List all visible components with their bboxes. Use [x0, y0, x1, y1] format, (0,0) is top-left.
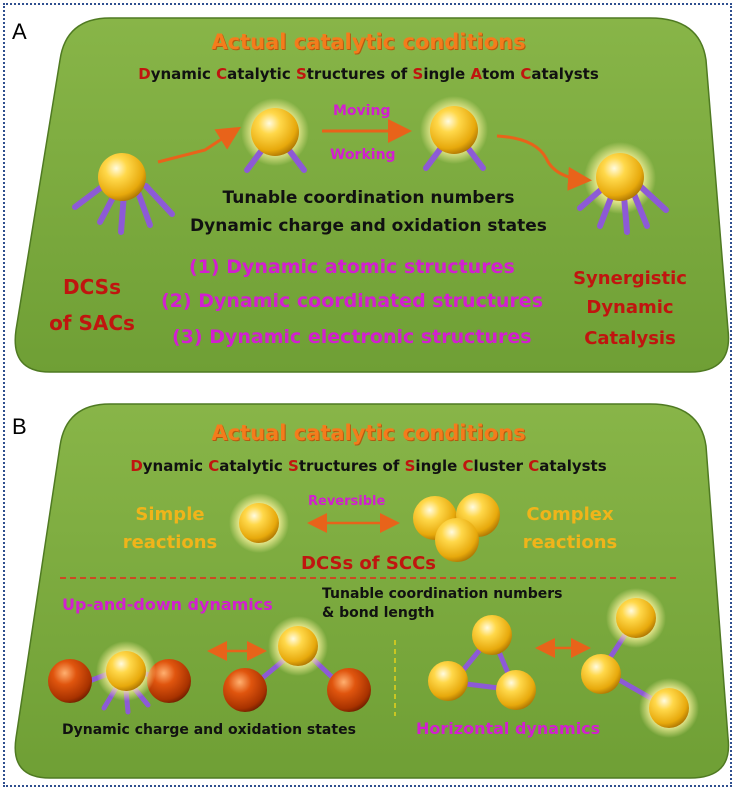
charge-line: Dynamic charge and oxidation states	[190, 216, 547, 236]
item-atomic: (1) Dynamic atomic structures	[189, 256, 515, 278]
subtitle-b-word: ynamic	[142, 457, 209, 475]
subtitle-a-initial: S	[295, 65, 307, 83]
subtitle-b-word: ingle	[415, 457, 463, 475]
synergistic-label: Synergistic	[573, 268, 687, 289]
simple-label: Simple	[135, 504, 205, 525]
sac-atom-left	[72, 153, 175, 235]
tunable-b-line1: Tunable coordination numbers	[322, 586, 563, 602]
horizontal-group-1	[428, 615, 536, 710]
subtitle-b-initial: C	[528, 457, 540, 475]
subtitle-b-word: luster	[473, 457, 529, 475]
panel-b-title: Actual catalytic conditions	[211, 421, 526, 445]
subtitle-b-initial: C	[462, 457, 474, 475]
tunable-line: Tunable coordination numbers	[222, 188, 515, 208]
subtitle-a-word: atalytic	[227, 65, 296, 83]
figure-frame	[3, 3, 732, 787]
subtitle-a-word: atalysts	[531, 65, 599, 83]
updown-group-1	[48, 641, 191, 715]
panel-a-background	[14, 17, 730, 373]
updown-label: Up-and-down dynamics	[62, 595, 273, 614]
subtitle-a-word: ingle	[423, 65, 471, 83]
reactions-left-label: reactions	[122, 532, 218, 553]
subtitle-b-word: atalysts	[539, 457, 607, 475]
subtitle-b-word: tructures of	[298, 457, 405, 475]
subtitle-b-word: atalytic	[219, 457, 289, 475]
dcss-label: DCSs	[63, 275, 121, 299]
moving-label: Moving	[333, 103, 391, 119]
arrow-a-1	[157, 126, 242, 164]
charge-b-label: Dynamic charge and oxidation states	[62, 722, 356, 738]
subtitle-a-initial: C	[520, 65, 532, 83]
catalysis-label: Catalysis	[584, 328, 676, 349]
item-electronic: (3) Dynamic electronic structures	[172, 326, 532, 348]
sac-atom-right	[577, 142, 669, 235]
scc-cluster	[413, 493, 500, 562]
panel-a-subtitle: Dynamic Catalytic Structures of Single A…	[0, 67, 737, 82]
tunable-b-line2: & bond length	[322, 605, 435, 621]
horizontal-label: Horizontal dynamics	[416, 719, 601, 738]
panel-b-letter: B	[12, 414, 27, 439]
subtitle-a-word: ynamic	[150, 65, 217, 83]
subtitle-a-initial: A	[470, 65, 483, 83]
complex-label: Complex	[526, 504, 614, 525]
horizontal-group-2	[581, 588, 699, 738]
reactions-right-label: reactions	[522, 532, 618, 553]
reversible-label: Reversible	[308, 494, 386, 509]
sac-atom-working	[420, 96, 488, 171]
dcss-sccs-label: DCSs of SCCs	[301, 553, 436, 574]
subtitle-b-initial: D	[130, 457, 143, 475]
updown-group-2	[223, 616, 371, 712]
of-sacs-label: of SACs	[49, 311, 135, 335]
subtitle-a-initial: S	[412, 65, 424, 83]
subtitle-b-initial: C	[208, 457, 220, 475]
panel-b-subtitle: Dynamic Catalytic Structures of Single C…	[0, 459, 737, 474]
subtitle-a-word: tructures of	[306, 65, 413, 83]
subtitle-a-initial: C	[216, 65, 228, 83]
subtitle-b-initial: S	[404, 457, 416, 475]
arrow-a-3	[496, 134, 592, 191]
panel-b-background	[14, 403, 730, 779]
panel-a-title: Actual catalytic conditions	[211, 30, 526, 54]
working-label: Working	[330, 147, 396, 163]
panel-a-letter: A	[12, 19, 27, 44]
dynamic-label: Dynamic	[586, 297, 674, 318]
scc-single-atom	[229, 493, 289, 553]
sac-atom-moving	[241, 98, 309, 173]
item-coordinated: (2) Dynamic coordinated structures	[161, 290, 544, 312]
subtitle-a-initial: D	[138, 65, 151, 83]
subtitle-a-word: tom	[482, 65, 521, 83]
subtitle-b-initial: S	[288, 457, 299, 475]
